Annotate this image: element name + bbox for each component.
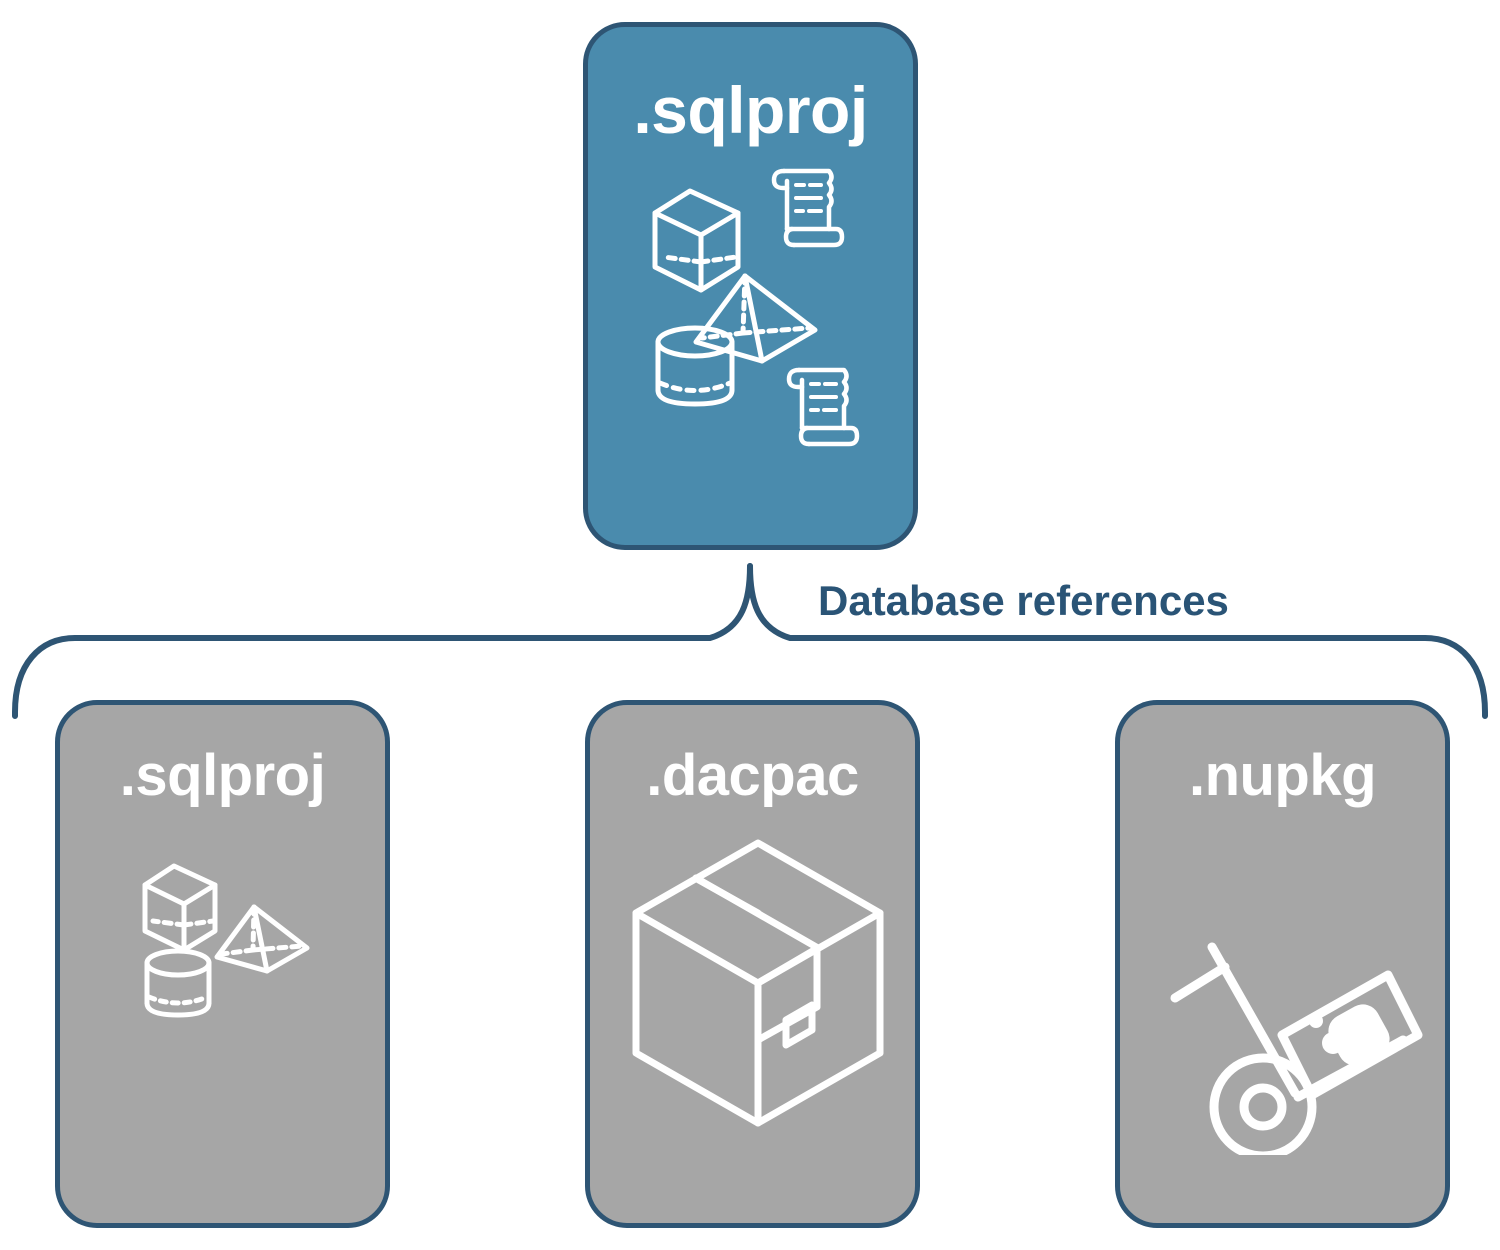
cylinder-wireframe-icon [655,325,735,407]
node-child-nupkg-icons [1120,835,1445,1161]
node-child-sqlproj-icons [60,845,385,1095]
cube-wireframe-icon [652,188,741,293]
node-child-dacpac[interactable]: .dacpac [585,700,920,1228]
node-child-nupkg[interactable]: .nupkg [1115,700,1450,1228]
scroll-script-icon [786,367,860,447]
cube-wireframe-icon [142,863,218,953]
nuget-package-dots-icon [1309,1004,1390,1066]
node-root-sqlproj[interactable]: .sqlproj [583,22,918,550]
node-child-dacpac-icons [590,825,915,1145]
pyramid-wireframe-icon [214,904,310,974]
node-child-sqlproj[interactable]: .sqlproj [55,700,390,1228]
node-child-dacpac-title: .dacpac [646,743,859,808]
pyramid-wireframe-icon [693,273,818,364]
node-root-sqlproj-icons [588,157,913,447]
brace-label-database-references: Database references [818,577,1229,624]
scroll-script-icon [771,168,845,248]
package-box-icon [632,839,884,1127]
node-child-nupkg-title: .nupkg [1188,743,1377,808]
nuget-package-icon [1277,970,1423,1100]
cylinder-wireframe-icon [144,948,212,1018]
curly-brace-icon [12,563,1488,719]
node-root-sqlproj-title: .sqlproj [633,73,868,147]
node-child-sqlproj-title: .sqlproj [119,743,326,808]
